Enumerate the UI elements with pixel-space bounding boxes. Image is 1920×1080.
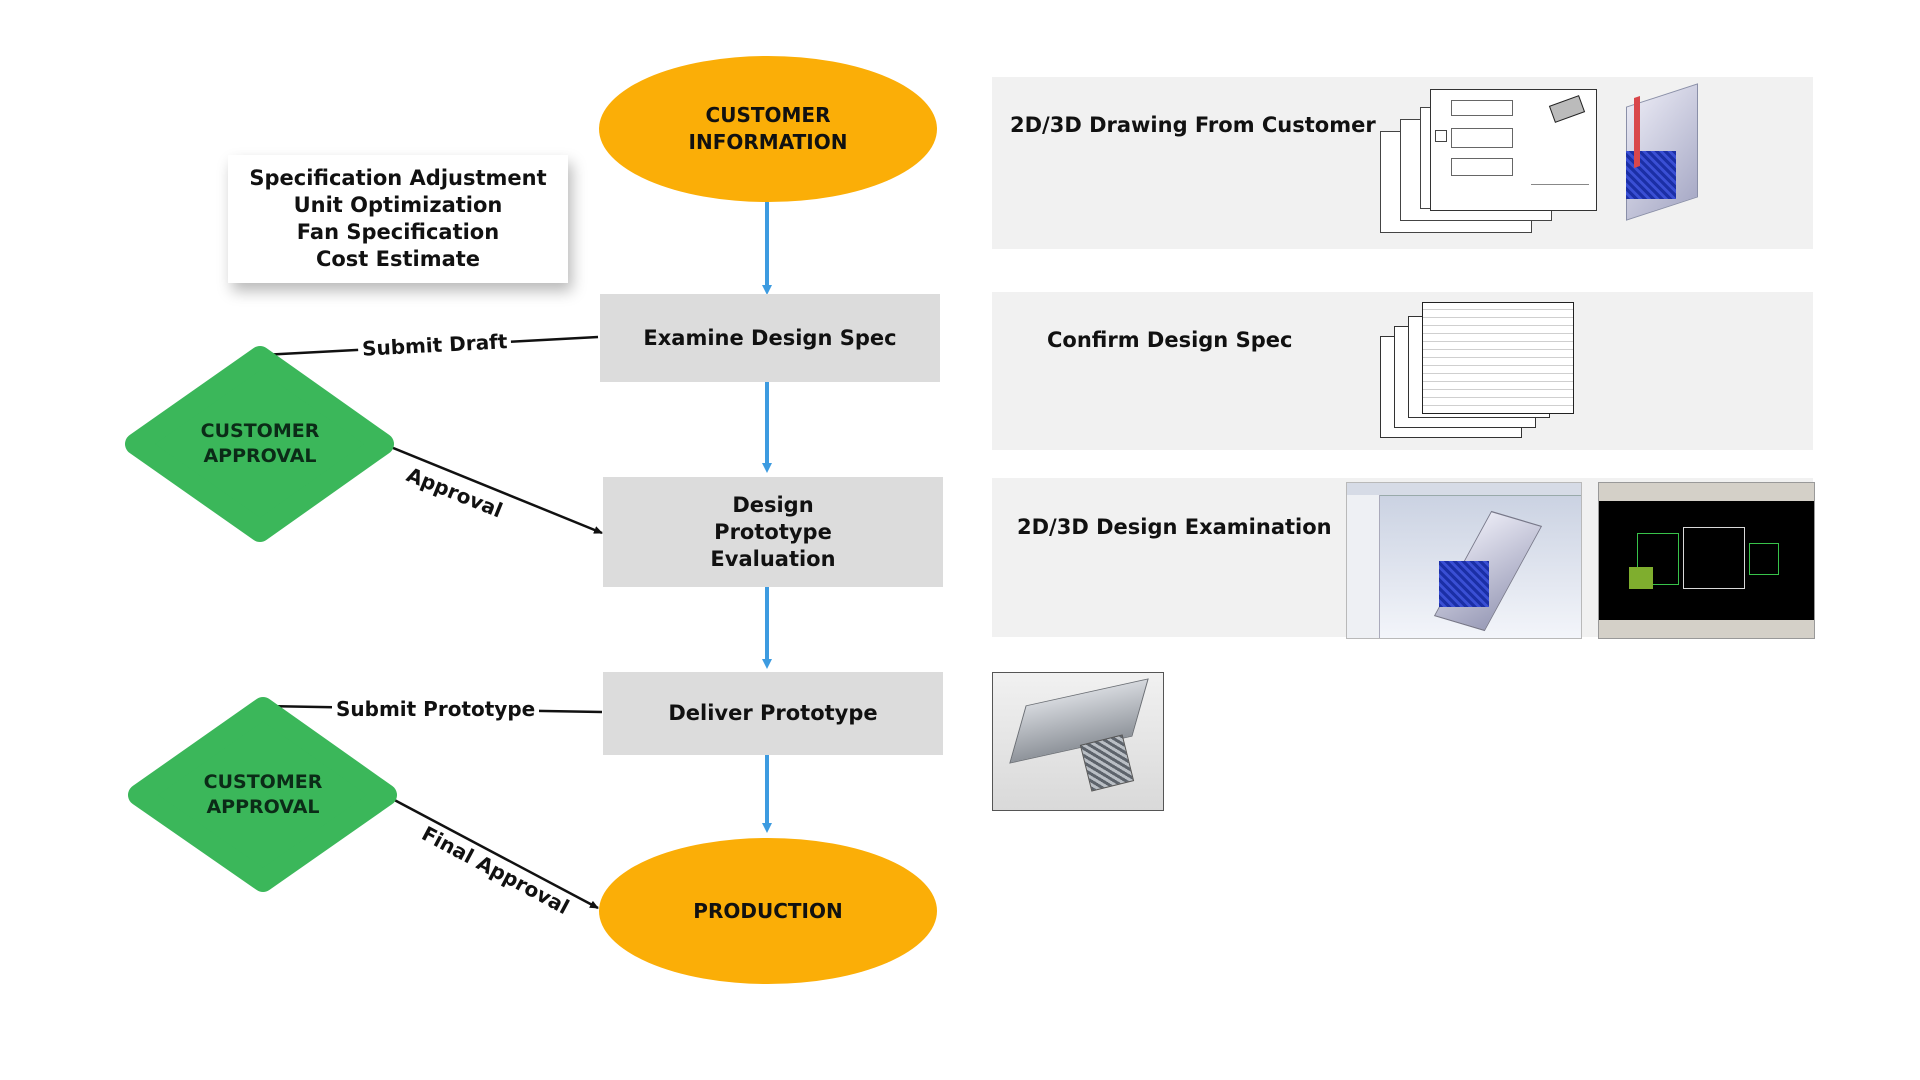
note-line-2: Unit Optimization (293, 193, 503, 217)
deliver-prototype-node: Deliver Prototype (603, 672, 943, 755)
deliver-prototype-label: Deliver Prototype (668, 701, 878, 725)
customer-approval-1-label: CUSTOMER APPROVAL (160, 414, 360, 474)
prototype-photo (992, 672, 1164, 811)
cad-2d-screenshot (1598, 482, 1815, 639)
3d-unit-image (1612, 83, 1712, 223)
customer-information-node: CUSTOMER INFORMATION (599, 56, 937, 202)
examine-design-spec-label: Examine Design Spec (643, 325, 897, 350)
design-examination-title: 2D/3D Design Examination (1017, 515, 1332, 539)
production-label: PRODUCTION (693, 898, 843, 923)
cad-3d-screenshot (1346, 482, 1582, 639)
customer-approval-1-line-1: CUSTOMER (200, 420, 320, 442)
arrow-final-approval (384, 793, 599, 910)
customer-approval-1-line-2: APPROVAL (203, 445, 317, 467)
confirm-design-spec-title: Confirm Design Spec (1047, 328, 1293, 352)
design-prototype-evaluation-node: Design Prototype Evaluation (603, 477, 943, 587)
note-line-3: Fan Specification (296, 220, 500, 244)
evaluation-line-1: Design (732, 492, 814, 517)
customer-information-line-2: INFORMATION (688, 130, 848, 154)
evaluation-line-2: Prototype (714, 519, 832, 544)
production-node: PRODUCTION (599, 838, 937, 984)
confirm-design-spec-panel: Confirm Design Spec (992, 292, 1813, 450)
spec-sheets-image (1380, 302, 1574, 442)
submit-prototype-label: Submit Prototype (332, 697, 540, 721)
customer-approval-2-line-2: APPROVAL (206, 796, 320, 818)
drawing-from-customer-panel: 2D/3D Drawing From Customer (992, 77, 1813, 249)
examine-design-spec-node: Examine Design Spec (600, 294, 940, 382)
specification-note: Specification Adjustment Unit Optimizati… (228, 155, 568, 283)
note-line-1: Specification Adjustment (249, 166, 547, 190)
design-examination-panel: 2D/3D Design Examination (992, 478, 1815, 639)
note-line-4: Cost Estimate (315, 247, 481, 271)
evaluation-line-3: Evaluation (710, 546, 836, 571)
customer-approval-diamond-2-shape (128, 697, 397, 892)
customer-approval-2-label: CUSTOMER APPROVAL (163, 765, 363, 825)
customer-information-line-1: CUSTOMER (705, 103, 831, 127)
arrow-approval (380, 441, 603, 535)
drawing-from-customer-title: 2D/3D Drawing From Customer (1010, 113, 1376, 137)
customer-approval-2-line-1: CUSTOMER (203, 771, 323, 793)
drawing-sheets-image (1380, 89, 1600, 239)
customer-approval-diamond-1-shape (125, 346, 394, 542)
